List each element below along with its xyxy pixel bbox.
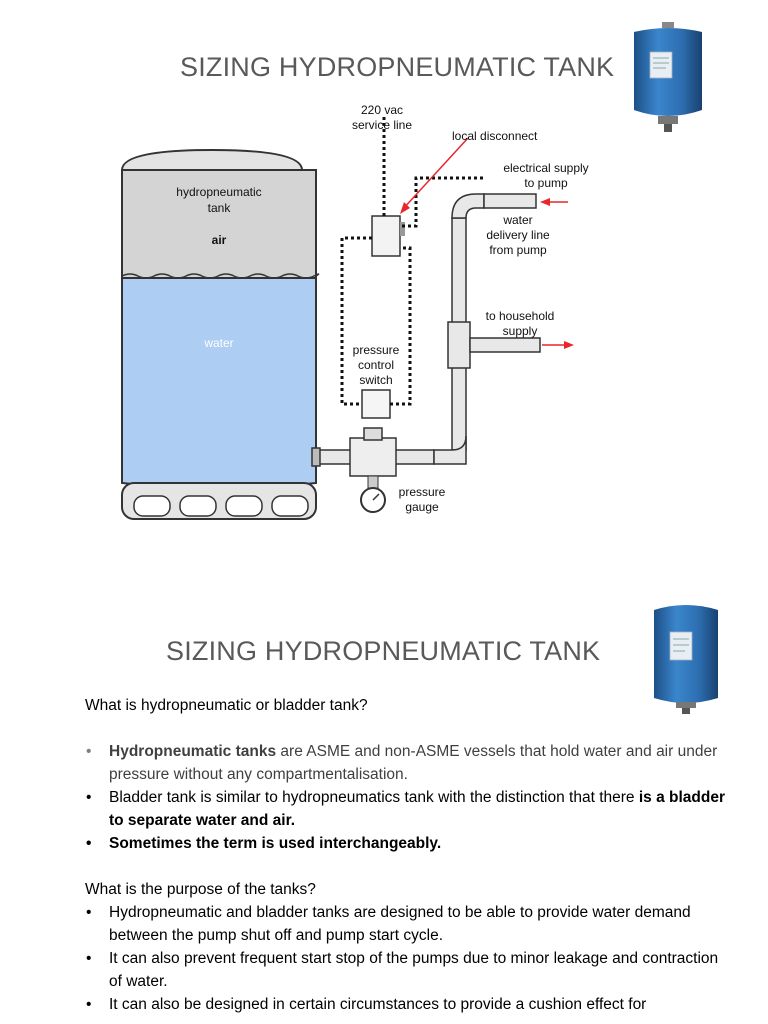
list-item: Hydropneumatic and bladder tanks are des… xyxy=(85,901,725,947)
list-item: It can also prevent frequent start stop … xyxy=(85,947,725,993)
pressure-gauge-label-2: gauge xyxy=(405,500,439,514)
pressure-switch xyxy=(362,390,390,418)
definition-list: Hydropneumatic tanks are ASME and non-AS… xyxy=(85,740,725,786)
household-label-2: supply xyxy=(503,324,538,338)
delivery-label-2: delivery line xyxy=(486,228,550,242)
tank-label-line-2: tank xyxy=(208,201,232,215)
slide-title: SIZING HYDROPNEUMATIC TANK xyxy=(166,636,600,667)
local-disconnect-label: local disconnect xyxy=(452,129,538,143)
question-purpose: What is the purpose of the tanks? xyxy=(85,878,725,901)
pressure-gauge-icon xyxy=(361,476,385,512)
delivery-label-3: from pump xyxy=(489,243,547,257)
delivery-label-1: water xyxy=(502,213,532,227)
vac-label-1: 220 vac xyxy=(361,103,403,117)
tank-label-line-1: hydropneumatic xyxy=(176,185,261,199)
electrical-supply-label-1: electrical supply xyxy=(503,161,588,175)
definition-list-2: Bladder tank is similar to hydropneumati… xyxy=(85,786,725,855)
purpose-list: Hydropneumatic and bladder tanks are des… xyxy=(85,901,725,1016)
list-item: It can also be designed in certain circu… xyxy=(85,993,725,1016)
slide-1: SIZING HYDROPNEUMATIC TANK xyxy=(0,0,768,560)
bladder-text: Bladder tank is similar to hydropneumati… xyxy=(109,789,639,806)
pressure-switch-label-1: pressure xyxy=(353,343,400,357)
valve-tee xyxy=(350,428,396,476)
list-item: Sometimes the term is used interchangeab… xyxy=(85,832,725,855)
pressure-switch-label-2: control xyxy=(358,358,394,372)
vac-label-2: service line xyxy=(352,118,412,132)
slide-body: What is hydropneumatic or bladder tank? … xyxy=(85,694,725,1016)
household-label-1: to household xyxy=(486,309,555,323)
list-item: Bladder tank is similar to hydropneumati… xyxy=(85,786,725,832)
slide-2: SIZING HYDROPNEUMATIC TANK What is hydro… xyxy=(0,590,768,1024)
pressure-gauge-label-1: pressure xyxy=(399,485,446,499)
question-what-is: What is hydropneumatic or bladder tank? xyxy=(85,694,725,717)
water-label: water xyxy=(203,336,233,350)
electrical-supply-label-2: to pump xyxy=(524,176,568,190)
bladder-tank-photo xyxy=(628,22,708,134)
hydropneumatic-system-diagram: hydropneumatic tank air water xyxy=(112,98,612,528)
local-disconnect-box xyxy=(372,216,405,256)
term-bold: Hydropneumatic tanks xyxy=(109,743,276,760)
air-label: air xyxy=(212,233,227,247)
pressure-switch-label-3: switch xyxy=(359,373,392,387)
list-item: Hydropneumatic tanks are ASME and non-AS… xyxy=(85,740,725,786)
slide-title: SIZING HYDROPNEUMATIC TANK xyxy=(180,52,614,83)
